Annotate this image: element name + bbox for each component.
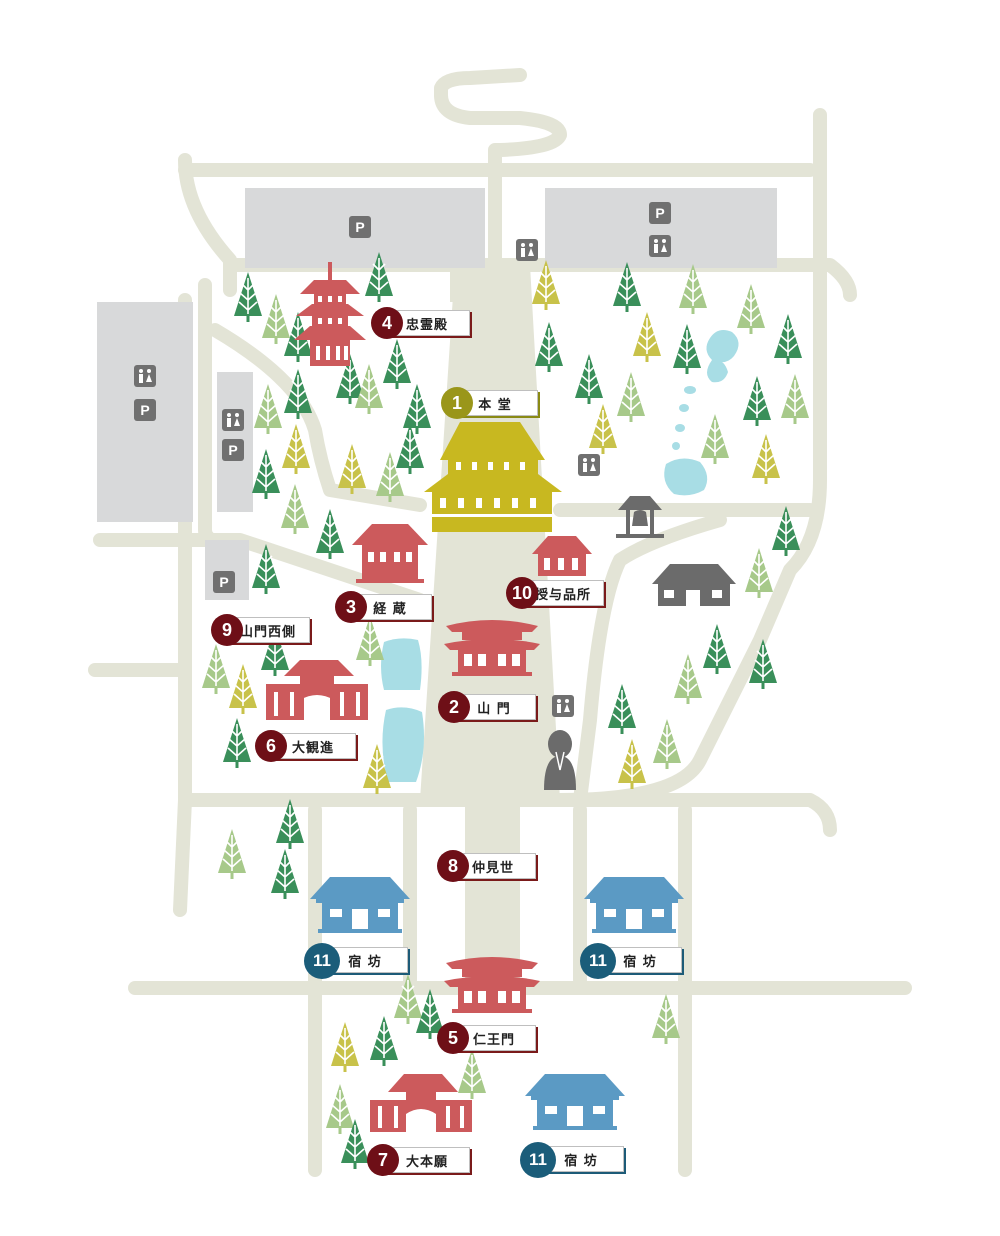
niomon-gate [444,957,540,1013]
marker-10[interactable]: 10 [506,577,538,609]
churei-den-pagoda [294,262,366,366]
marker-8[interactable]: 8 [437,850,469,882]
hondo-main-hall [424,422,562,532]
marker-3[interactable]: 3 [335,591,367,623]
bell-tower [616,496,664,538]
parking-icon [213,571,235,593]
marker-11[interactable]: 11 [520,1142,556,1178]
parking-icon [222,439,244,461]
marker-5[interactable]: 5 [437,1022,469,1054]
restroom-icon [649,235,671,257]
marker-1[interactable]: 1 [441,387,473,419]
parking-icon [649,202,671,224]
marker-4[interactable]: 4 [371,307,403,339]
restroom-icon [222,409,244,431]
marker-7[interactable]: 7 [367,1144,399,1176]
jizo-statue [544,730,576,790]
kyozo-building [352,524,428,583]
label-daihongan[interactable]: 大本願 [384,1147,470,1173]
marker-11[interactable]: 11 [304,943,340,979]
daikanjin-gate [266,660,368,720]
restroom-icon [516,239,538,261]
juyohinsho-building [532,536,592,576]
restroom-icon [134,365,156,387]
parking-icon [349,216,371,238]
restroom-icon [578,454,600,476]
shukubo-lodge [584,877,684,933]
parking-icon [134,399,156,421]
daihongan-gate [370,1074,472,1132]
marker-6[interactable]: 6 [255,730,287,762]
sanmon-gate [444,620,540,676]
gray-hall [652,564,736,606]
shukubo-lodge [310,877,410,933]
restroom-icon [552,695,574,717]
marker-11[interactable]: 11 [580,943,616,979]
marker-9[interactable]: 9 [211,614,243,646]
shukubo-lodge [525,1074,625,1130]
marker-2[interactable]: 2 [438,691,470,723]
